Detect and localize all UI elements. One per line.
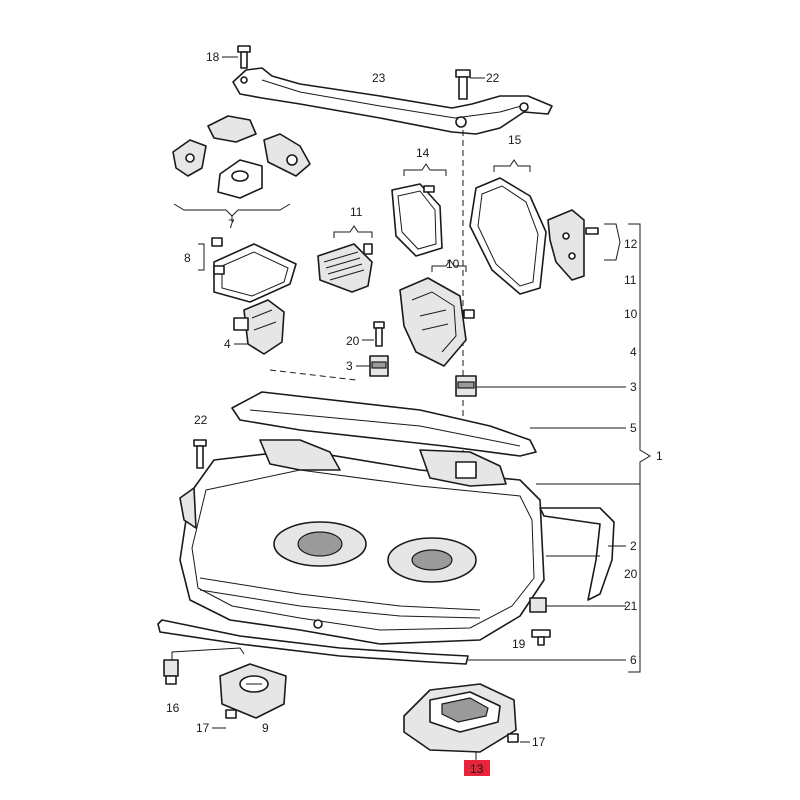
frame-part-8[interactable] [211,237,297,303]
callout-20-upper: 20 [346,334,360,348]
bolt-part-20-upper[interactable] [373,321,385,347]
callout-3-upper: 3 [346,359,353,373]
callout-4-left: 4 [224,337,231,351]
highlight-marker-13 [464,760,490,776]
callout-1: 1 [656,449,663,463]
callout-11-right: 11 [624,273,637,287]
callout-17-right: 17 [532,735,546,749]
bolt-part-18[interactable] [237,45,251,69]
callout-5: 5 [630,421,637,435]
bracket-brace-7 [173,203,291,217]
callout-17-left: 17 [196,721,210,735]
callout-21: 21 [624,599,638,613]
bolt-part-19[interactable] [531,629,551,646]
callout-12: 12 [624,237,638,251]
callout-13-highlighted[interactable]: 13 [470,762,484,776]
assembly-brace-1 [628,223,651,673]
bolt-part-22-lower[interactable] [193,439,207,469]
socket-part-3-right[interactable] [455,375,477,397]
callout-3-right: 3 [630,380,637,394]
callout-16: 16 [166,701,180,715]
clip-part-21[interactable] [529,597,547,613]
callout-6: 6 [630,653,637,667]
seal-strip-part-2[interactable] [539,507,615,601]
callout-4-right: 4 [630,345,637,359]
bracket-brace-11 [333,225,373,238]
callout-22-top: 22 [486,71,500,85]
motor-part-4[interactable] [233,299,285,355]
socket-part-3-upper[interactable] [369,355,389,377]
callout-2: 2 [630,539,637,553]
module-part-9[interactable] [219,663,287,719]
callout-9: 9 [262,721,269,735]
headlight-housing-part-1[interactable] [179,439,545,645]
callout-15: 15 [508,133,522,147]
callout-10-right: 10 [624,307,638,321]
callout-18: 18 [206,50,220,64]
trim-strip-part-5[interactable] [231,391,537,457]
bracket-brace-15 [493,159,531,172]
mounting-bracket-part-23[interactable] [232,67,553,135]
callout-11-top: 11 [350,205,363,219]
bracket-set-part-7[interactable] [172,115,311,199]
callout-20-right: 20 [624,567,638,581]
callout-7: 7 [228,217,235,231]
callout-19: 19 [512,637,526,651]
gasket-part-14[interactable] [391,183,443,257]
callout-8: 8 [184,251,191,265]
callout-14: 14 [416,146,430,160]
bolt-part-22-top[interactable] [455,69,471,100]
callout-23: 23 [372,71,386,85]
control-module-part-13[interactable] [403,683,519,753]
bracket-brace-12 [604,223,621,261]
heatsink-part-11[interactable] [317,243,373,293]
lower-trim-part-6[interactable] [157,619,469,665]
callout-22-lower: 22 [194,413,208,427]
bracket-part-12[interactable] [547,209,599,281]
sensor-part-16[interactable] [163,647,245,685]
callout-10-top: 10 [446,257,460,271]
assembly-axis [269,369,357,381]
gasket-part-15[interactable] [469,177,547,295]
bracket-brace-14 [403,163,447,176]
bracket-brace-8 [198,243,205,271]
bracket-brace-10 [431,259,467,272]
control-unit-part-10[interactable] [399,277,475,367]
